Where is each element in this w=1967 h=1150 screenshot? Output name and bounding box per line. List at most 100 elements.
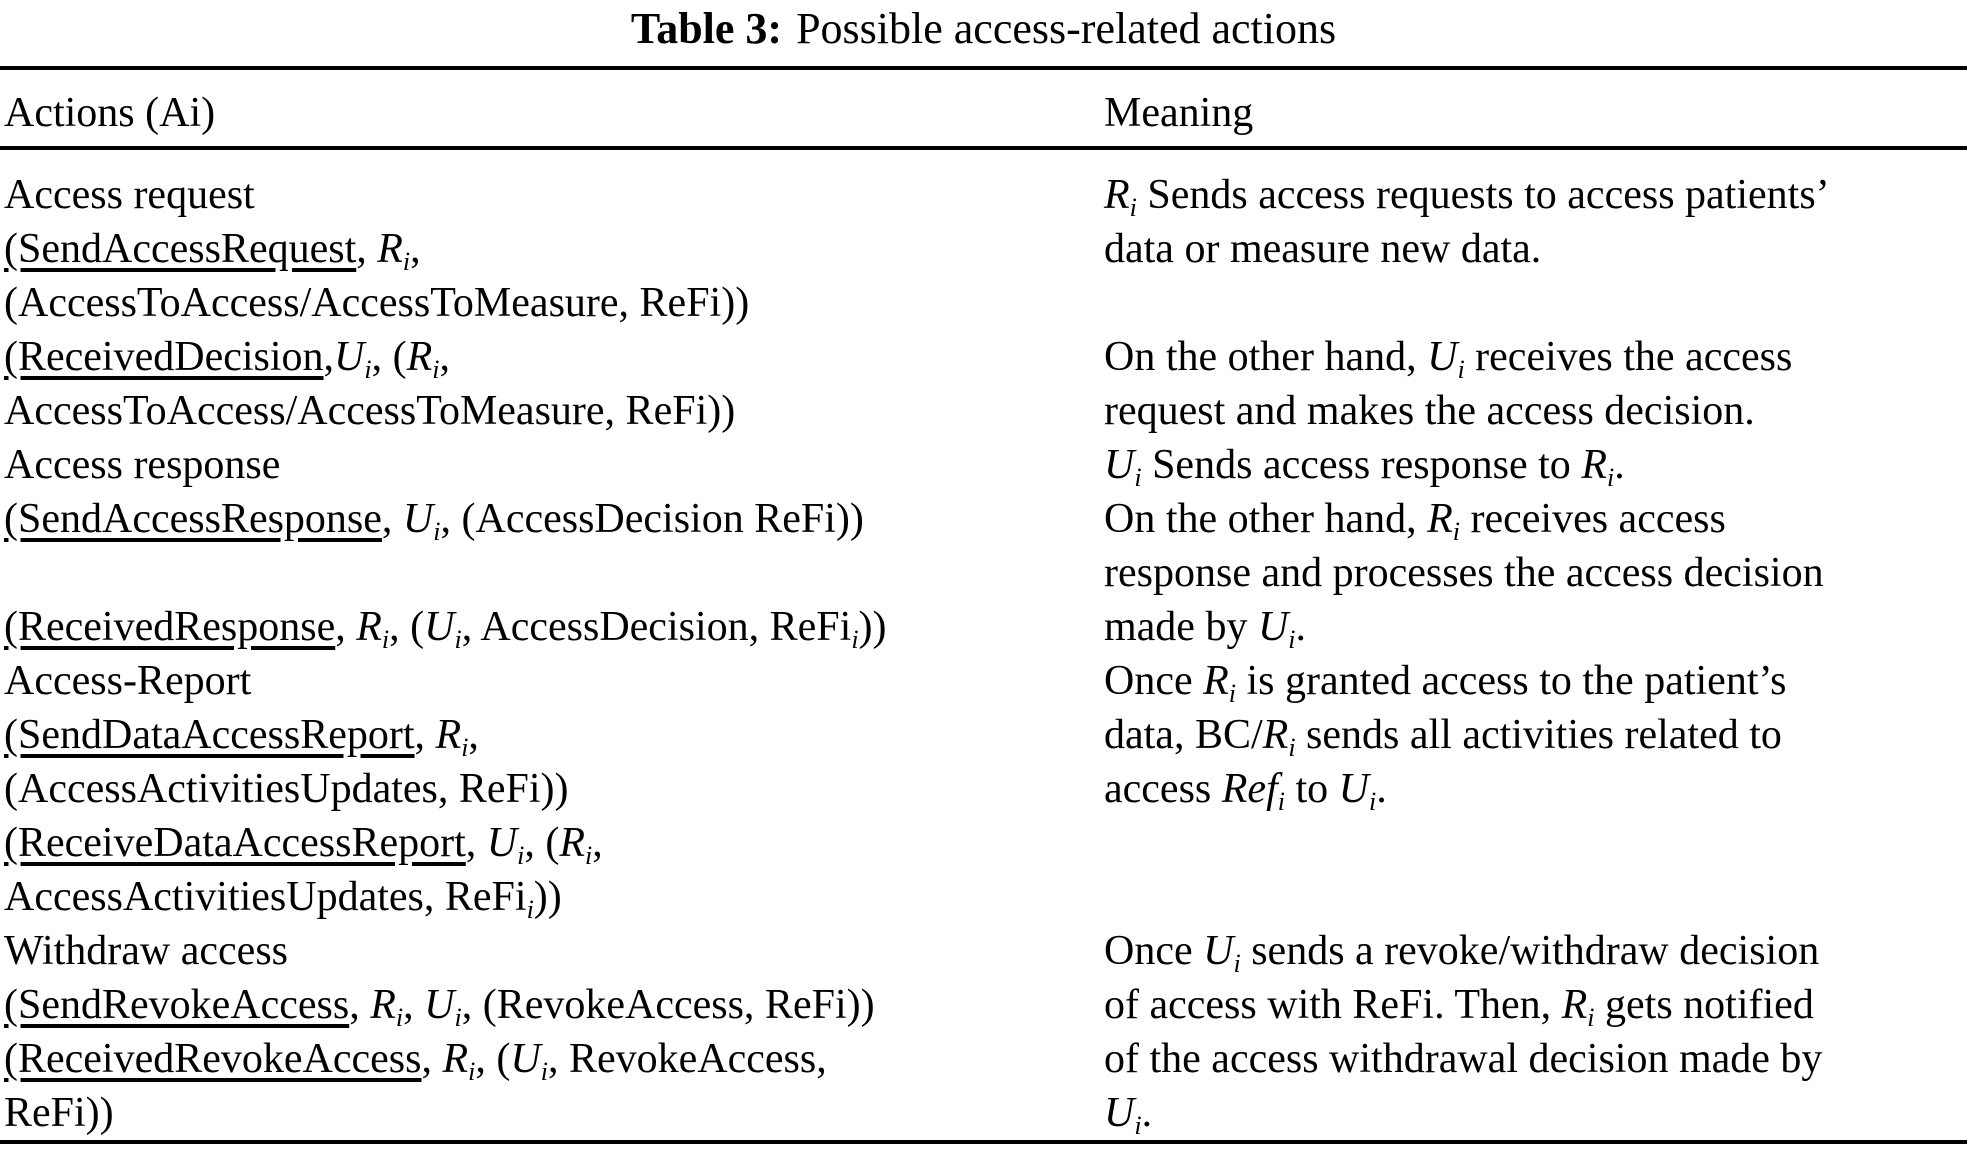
meaning-cell: access Refi to Ui. <box>1104 762 1963 816</box>
actions-cell: ReFi)) <box>0 1086 1104 1140</box>
cell-text: U <box>334 334 365 380</box>
meaning-cell: of access with ReFi. Then, Ri gets notif… <box>1104 978 1963 1032</box>
cell-text: receives access <box>1459 496 1726 542</box>
table-rule-top <box>0 66 1967 70</box>
cell-text: U <box>1104 1090 1135 1136</box>
actions-cell: Withdraw access <box>0 924 1104 978</box>
cell-text: R <box>406 334 433 380</box>
meaning-cell: Once Ri is granted access to the patient… <box>1104 654 1963 708</box>
cell-text: Access-Report <box>4 658 252 704</box>
subscript-text: i <box>1606 463 1615 492</box>
table-row: AccessToAccess/AccessToMeasure, ReFi))re… <box>0 384 1967 438</box>
subscript-text: i <box>1368 787 1377 816</box>
meaning-cell: Ui. <box>1104 1086 1963 1140</box>
meaning-cell: request and makes the access decision. <box>1104 384 1963 438</box>
cell-text: U <box>510 1036 541 1082</box>
underlined-action-name: (ReceiveDataAccessReport <box>4 820 466 866</box>
subscript-text: i <box>851 625 859 654</box>
subscript-text: i <box>1288 625 1296 654</box>
cell-text: U <box>402 496 434 542</box>
cell-text: , <box>356 226 378 272</box>
cell-text: R <box>442 1036 469 1082</box>
subscript-text: i <box>461 733 469 762</box>
cell-text: , <box>439 334 451 380</box>
cell-text: U <box>1338 766 1369 812</box>
meaning-cell: data, BC/Ri sends all activities related… <box>1104 708 1963 762</box>
subscript-text: i <box>432 355 440 384</box>
cell-text: R <box>1104 172 1130 218</box>
cell-text: of access with ReFi. Then, <box>1104 982 1562 1028</box>
cell-text: U <box>424 604 455 650</box>
subscript-text: i <box>517 841 525 870</box>
actions-cell: (AccessToAccess/AccessToMeasure, ReFi)) <box>0 276 1104 330</box>
meaning-cell: of the access withdrawal decision made b… <box>1104 1032 1963 1086</box>
table-row: (ReceivedResponse, Ri, (Ui, AccessDecisi… <box>0 600 1967 654</box>
table-row: (AccessToAccess/AccessToMeasure, ReFi)) <box>0 276 1967 330</box>
subscript-text: i <box>1452 517 1460 546</box>
subscript-text: i <box>454 625 462 654</box>
subscript-text: i <box>381 625 390 654</box>
actions-cell: AccessActivitiesUpdates, ReFii)) <box>0 870 1104 924</box>
subscript-text: i <box>1228 679 1237 708</box>
cell-text: , <box>592 820 603 866</box>
subscript-text: i <box>402 247 411 276</box>
cell-text: R <box>377 226 403 272</box>
actions-cell: (ReceiveDataAccessReport, Ui, (Ri, <box>0 816 1104 870</box>
cell-text: to <box>1284 766 1339 812</box>
cell-text: sends a revoke/withdraw decision <box>1240 928 1820 974</box>
table-row: (SendAccessRequest, Ri,data or measure n… <box>0 222 1967 276</box>
cell-text: , AccessDecision, ReFi <box>461 604 852 650</box>
cell-text: R <box>1581 442 1607 488</box>
cell-text: , <box>410 226 421 272</box>
actions-cell: (ReceivedDecision,Ui, (Ri, <box>0 330 1104 384</box>
meaning-cell: Ri Sends access requests to access patie… <box>1104 168 1963 222</box>
cell-text: , <box>421 1036 443 1082</box>
cell-text: U <box>1203 928 1234 974</box>
actions-cell: (ReceivedRevokeAccess, Ri, (Ui, RevokeAc… <box>0 1032 1104 1086</box>
subscript-text: i <box>1134 1111 1142 1140</box>
cell-text: (AccessToAccess/AccessToMeasure, ReFi)) <box>4 280 750 326</box>
cell-text: R <box>1262 712 1289 758</box>
cell-text: ReFi)) <box>4 1090 114 1136</box>
table-row: AccessActivitiesUpdates, ReFii)) <box>0 870 1967 924</box>
cell-text: made by <box>1104 604 1258 650</box>
cell-text: R <box>370 982 396 1028</box>
cell-text: Sends access response to <box>1141 442 1582 488</box>
table-row: (ReceivedRevokeAccess, Ri, (Ui, RevokeAc… <box>0 1032 1967 1086</box>
subscript-text: i <box>1233 949 1241 978</box>
subscript-text: i <box>1129 193 1137 222</box>
cell-text: R <box>559 820 586 866</box>
subscript-text: i <box>1587 1003 1595 1032</box>
subscript-text: i <box>1134 463 1142 492</box>
cell-text: R <box>1561 982 1588 1028</box>
cell-text: , <box>335 604 357 650</box>
cell-text: U <box>1427 334 1458 380</box>
table-row: (SendRevokeAccess, Ri, Ui, (RevokeAccess… <box>0 978 1967 1032</box>
subscript-text: i <box>454 1003 462 1032</box>
subscript-text: i <box>540 1057 548 1086</box>
cell-text: On the other hand, <box>1104 334 1428 380</box>
underlined-action-name: (SendAccessRequest <box>4 226 357 272</box>
cell-text: , ( <box>371 334 407 380</box>
subscript-text: i <box>364 355 372 384</box>
underlined-action-name: (ReceivedRevokeAccess <box>4 1036 422 1082</box>
cell-text: . <box>1295 604 1307 650</box>
cell-text: U <box>424 982 455 1028</box>
actions-cell: (SendRevokeAccess, Ri, Ui, (RevokeAccess… <box>0 978 1104 1032</box>
actions-cell: (AccessActivitiesUpdates, ReFi)) <box>0 762 1104 816</box>
caption-text: Possible access-related actions <box>796 4 1337 53</box>
cell-text: data, BC/ <box>1104 712 1263 758</box>
underlined-action-name: (ReceivedResponse <box>4 604 336 650</box>
table-row: (SendAccessResponse, Ui, (AccessDecision… <box>0 492 1967 546</box>
table-row: Access-Report Once Ri is granted access t… <box>0 654 1967 708</box>
cell-text: Once <box>1104 928 1204 974</box>
meaning-cell: On the other hand, Ui receives the acces… <box>1104 330 1963 384</box>
cell-text: , ( <box>389 604 425 650</box>
table-rule-header <box>0 146 1967 150</box>
table-caption: Table 3:Possible access-related actions <box>0 0 1967 66</box>
cell-text: )) <box>858 604 887 650</box>
